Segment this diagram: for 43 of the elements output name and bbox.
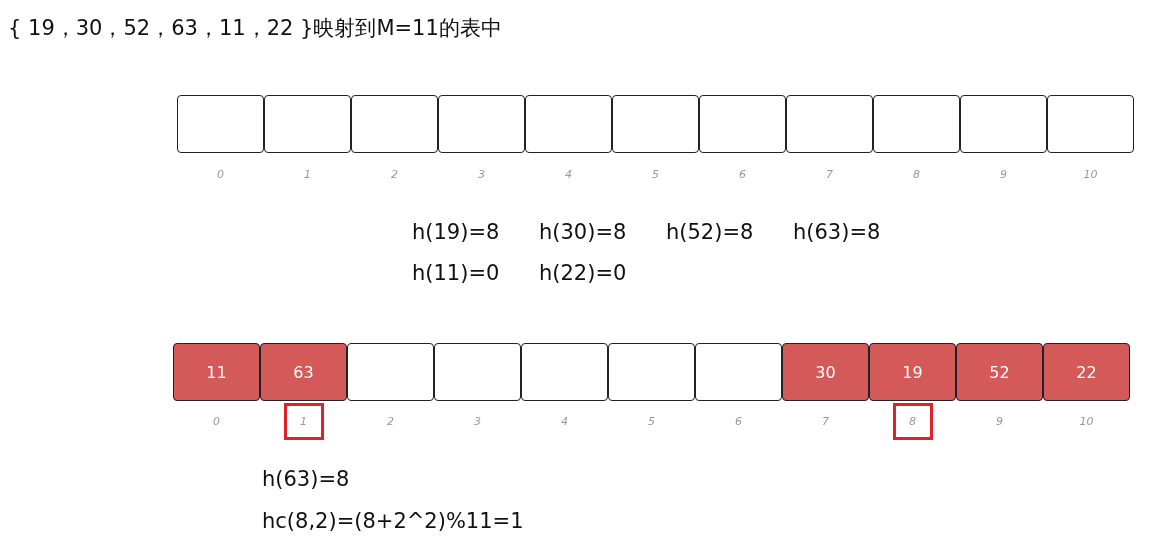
slot-index: 4	[564, 168, 573, 181]
title: { 19，30，52，63，11，22 }映射到M=11的表中	[8, 15, 502, 42]
slot-value: 63	[293, 362, 314, 382]
filled-slot	[956, 343, 1043, 401]
slot-index: 3	[473, 415, 482, 428]
slot-index: 2	[386, 415, 395, 428]
slot-index: 5	[647, 415, 656, 428]
filled-slot	[869, 343, 956, 401]
slot-value: 52	[989, 362, 1010, 382]
slot-index: 1	[303, 168, 312, 181]
slot-index: 2	[390, 168, 399, 181]
slot-value: 22	[1076, 362, 1097, 382]
formula-text: h(19)=8	[412, 220, 500, 244]
slot-index: 6	[734, 415, 743, 428]
formula-text: h(22)=0	[539, 261, 627, 285]
formula-text: h(11)=0	[412, 261, 500, 285]
filled-slot	[260, 343, 347, 401]
slot-index: 8	[912, 168, 921, 181]
slot-index: 9	[995, 415, 1004, 428]
slot-index: 3	[477, 168, 486, 181]
slot-index: 1	[299, 415, 308, 428]
formula-text: h(30)=8	[539, 220, 627, 244]
formula-text: h(52)=8	[666, 220, 754, 244]
slot-index: 9	[999, 168, 1008, 181]
slot-value: 30	[815, 362, 836, 382]
formula-text: h(63)=8	[793, 220, 881, 244]
formula-text: hc(8,2)=(8+2^2)%11=1	[262, 509, 524, 533]
slot-value: 19	[902, 362, 923, 382]
slot-index: 6	[738, 168, 747, 181]
slot-index: 5	[651, 168, 660, 181]
formula-text: h(63)=8	[262, 467, 350, 491]
filled-slot	[782, 343, 869, 401]
slot-index: 10	[1082, 168, 1099, 181]
slot-index: 7	[821, 415, 830, 428]
filled-slot	[1043, 343, 1130, 401]
slot-index: 8	[908, 415, 917, 428]
slot-index: 10	[1078, 415, 1095, 428]
slot-index: 4	[560, 415, 569, 428]
slot-index: 7	[825, 168, 834, 181]
slot-index: 0	[216, 168, 225, 181]
slot-value: 11	[206, 362, 227, 382]
filled-slot	[173, 343, 260, 401]
slot-index: 0	[212, 415, 221, 428]
